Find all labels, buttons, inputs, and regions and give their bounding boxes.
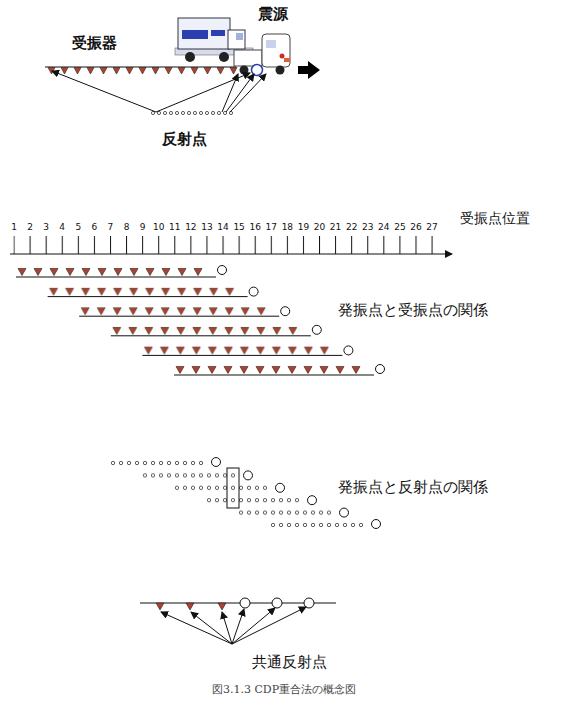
direction-arrow [298,61,320,79]
axis-number: 19 [298,223,309,233]
axis-number: 17 [266,223,277,233]
axis-number: 22 [346,223,357,233]
axis-number: 15 [233,223,244,233]
axis-number: 7 [108,223,114,233]
axis-number: 10 [153,223,164,233]
annotation-label: 震源 [258,6,288,23]
axis-number: 12 [185,223,196,233]
cdp-gather-box [227,468,239,508]
reflection-points [150,110,234,116]
figure-caption: 図3.1.3 CDP重合法の概念図 [212,684,356,696]
axis-number: 18 [282,223,293,233]
axis-number: 21 [330,223,341,233]
axis-number: 8 [124,223,130,233]
axis-number: 20 [314,223,325,233]
shot-receiver-rows [16,266,385,376]
annotation-label: 受振点位置 [460,211,530,226]
axis-number: 14 [217,223,228,233]
axis-ticks [14,236,434,254]
axis-number: 9 [140,223,146,233]
axis-number: 27 [426,223,437,233]
axis-number: 11 [169,223,180,233]
axis-number: 6 [92,223,98,233]
axis-number: 25 [394,223,405,233]
annotation-label: 共通反射点 [252,654,327,671]
axis-number: 1 [11,223,17,233]
axis-number: 23 [362,223,373,233]
axis-number: 2 [27,223,33,233]
axis-number: 24 [378,223,389,233]
axis-number: 16 [249,223,260,233]
annotation-label: 発振点と反射点の関係 [338,479,488,496]
receiver-row [46,67,241,76]
annotation-label: 発振点と受振点の関係 [338,302,488,319]
axis-number: 26 [410,223,421,233]
vibrator-truck [234,34,290,76]
common-reflection-geometry [140,598,336,644]
axis-number: 5 [75,223,81,233]
annotation-label: 受振器 [72,35,117,52]
ray-paths [52,71,266,112]
axis-number: 13 [201,223,212,233]
axis-number: 3 [43,223,49,233]
annotation-label: 反射点 [162,131,207,148]
axis-number: 4 [59,223,65,233]
